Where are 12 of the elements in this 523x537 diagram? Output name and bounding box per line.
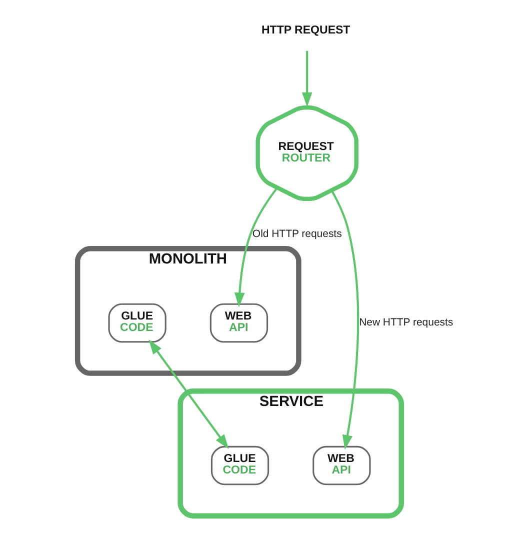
edge-label: New HTTP requests bbox=[359, 318, 454, 329]
node-text: HTTP REQUEST bbox=[262, 24, 350, 37]
node-circle: REQUEST ROUTER bbox=[256, 105, 358, 202]
node-box: GLUE CODE bbox=[210, 446, 270, 486]
node-box: GLUE CODE bbox=[108, 303, 166, 343]
node-box: WEB API bbox=[312, 446, 371, 486]
arrow bbox=[302, 50, 312, 108]
arrow bbox=[330, 190, 360, 450]
arrow bbox=[234, 187, 278, 308]
arrow bbox=[148, 340, 229, 450]
edge-label: Old HTTP requests bbox=[252, 229, 342, 240]
node-box: WEB API bbox=[210, 303, 268, 343]
